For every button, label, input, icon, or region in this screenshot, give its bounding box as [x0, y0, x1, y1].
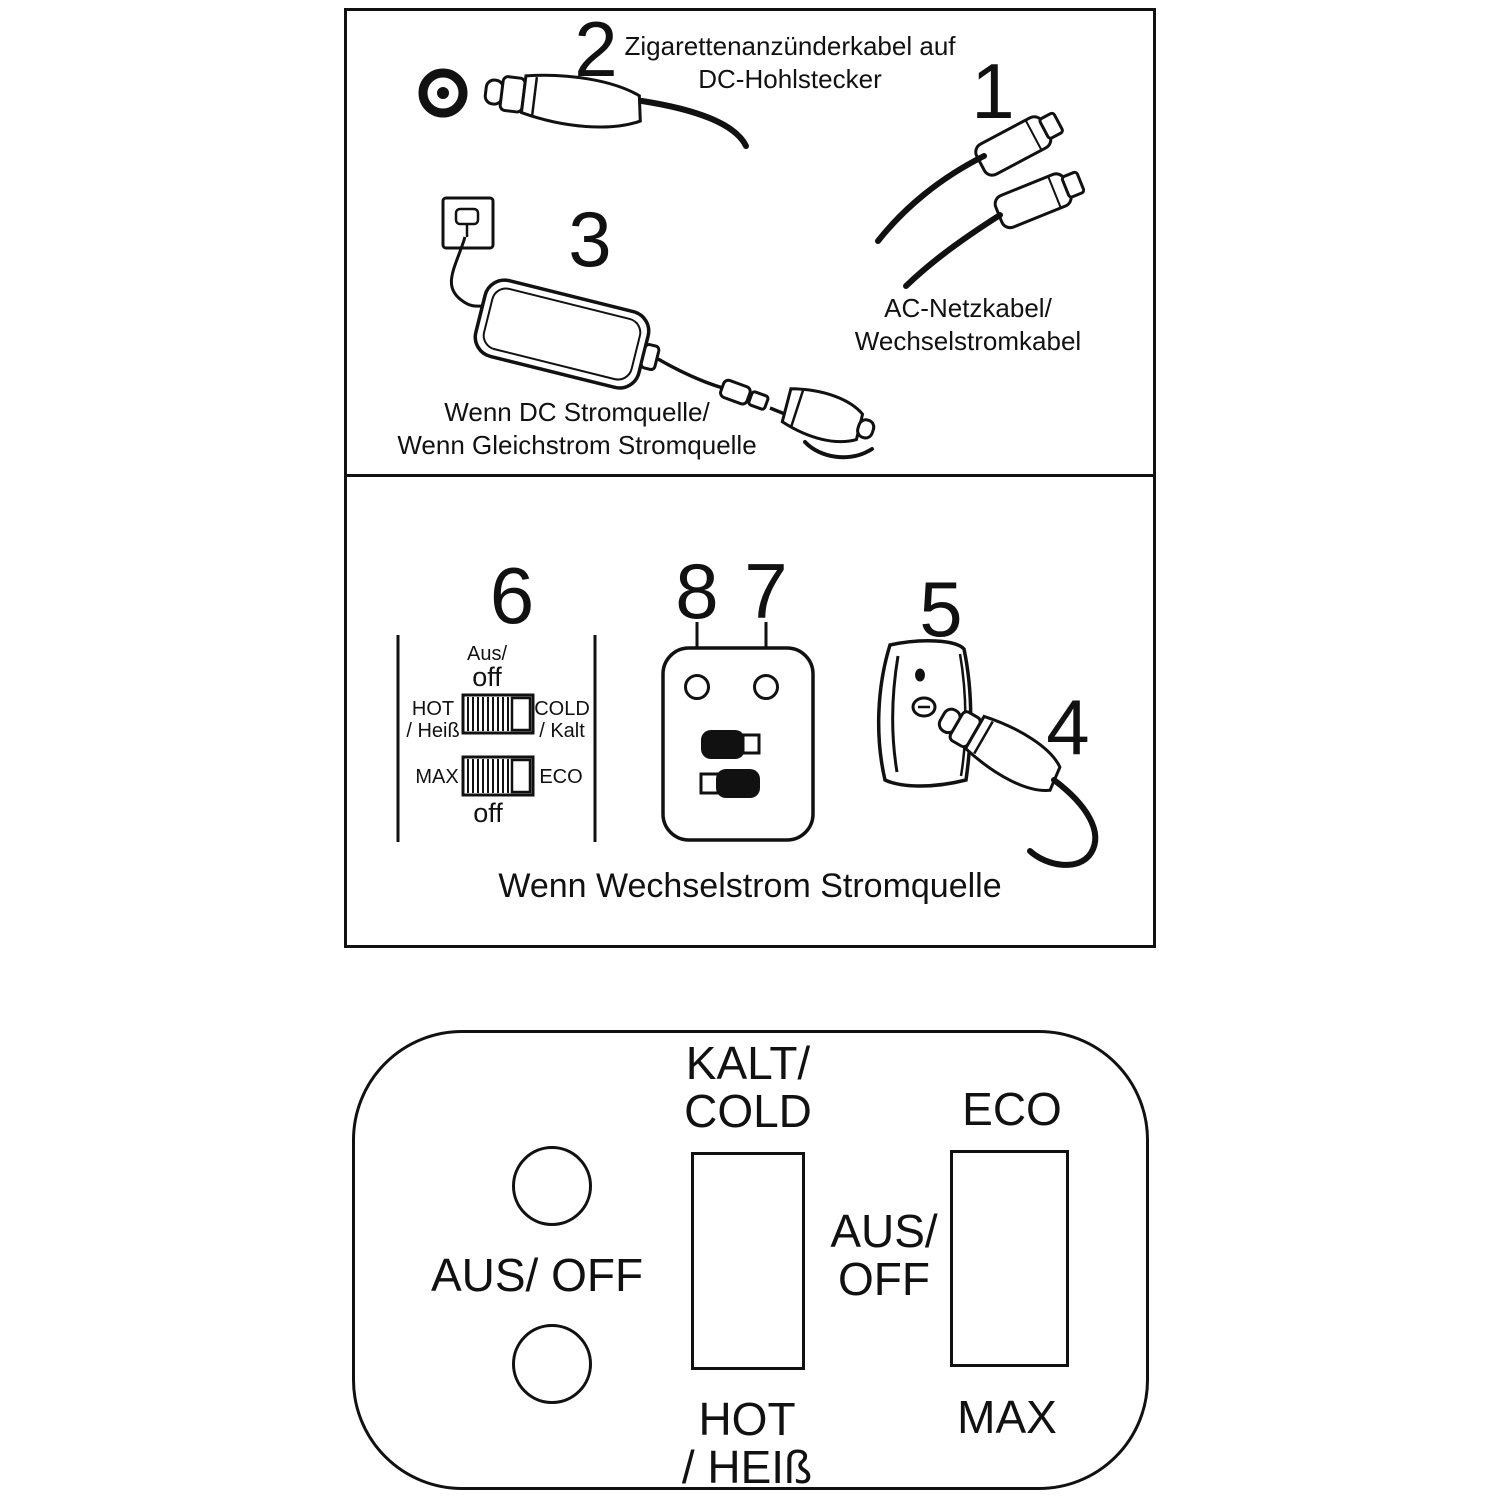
schematic-aus-label: Aus/	[466, 643, 508, 665]
schematic-max-label: MAX	[415, 766, 459, 788]
ac-power-cable-illustration	[875, 111, 1086, 289]
schematic-eco-label: ECO	[539, 766, 583, 788]
panel-eco-label: ECO	[962, 1083, 1062, 1135]
inline-connector	[719, 378, 770, 411]
outlet-hole-top	[915, 668, 925, 682]
ac-cable-line-2	[903, 212, 1003, 289]
cigarette-lighter-plug-illustration	[418, 68, 749, 149]
panel-aus-off-center-label: AUS/ OFF	[830, 1205, 938, 1305]
dc-power-adapter-caption: Wenn DC Stromquelle/ Wenn Gleichstrom St…	[397, 397, 757, 460]
hot-cold-slider-switch	[461, 693, 535, 735]
wall-outlet-illustration	[876, 639, 973, 788]
ac-connector-top	[974, 111, 1064, 177]
indicator-panel-illustration	[661, 622, 815, 842]
item-number-3: 3	[568, 195, 612, 283]
adapter-lighter-plug	[780, 387, 876, 444]
item-number-2: 2	[574, 5, 618, 93]
panel-kalt-cold-label: KALT/ COLD	[684, 1037, 812, 1137]
panel-hot-heiss-label: HOT / HEIß	[681, 1393, 813, 1493]
item-number-6: 6	[489, 551, 535, 640]
schematic-off-bottom-label: off	[473, 798, 503, 828]
power-adapter-brick	[473, 278, 661, 390]
adapter-cord-tail	[803, 440, 874, 460]
dc-barrel-plug-pin	[437, 87, 449, 99]
dc-cigarette-cable-caption: Zigarettenanzünderkabel auf DC-Hohlsteck…	[624, 31, 956, 94]
lighter-plug-body	[483, 73, 642, 129]
ac-plug-illustration	[937, 707, 1099, 868]
item-number-4: 4	[1046, 683, 1090, 771]
panel-led-bottom	[512, 1324, 592, 1404]
ac-power-cable-caption: AC-Netzkabel/ Wechselstromkabel	[854, 293, 1082, 356]
plug-body	[937, 707, 1062, 792]
schematic-cold-label: COLD / Kalt	[534, 698, 590, 743]
led-indicator-right	[753, 674, 779, 700]
adapter-cord-1	[657, 357, 724, 390]
panel-switch-bottom	[699, 769, 760, 798]
item-number-1: 1	[971, 47, 1015, 135]
dc-adapter-illustration	[441, 196, 876, 460]
hot-cold-rocker-switch	[691, 1152, 805, 1370]
panel-aus-off-left-label: AUS/ OFF	[430, 1249, 644, 1301]
max-eco-slider-switch	[461, 755, 535, 797]
item-number-7: 7	[744, 547, 788, 635]
max-eco-rocker-switch	[950, 1150, 1069, 1367]
plug-cable	[1027, 777, 1099, 868]
lighter-plug-cable	[639, 98, 749, 149]
schematic-hot-label: HOT / Heiß	[406, 698, 460, 743]
item-number-5: 5	[919, 565, 963, 653]
schematic-off-top-label: off	[472, 662, 502, 692]
slider-switch-schematic	[396, 635, 597, 842]
ac-connector-bottom	[993, 170, 1086, 230]
ac-operation-caption: Wenn Wechselstrom Stromquelle	[498, 867, 1002, 905]
panel-switch-top	[701, 730, 761, 759]
ac-cable-line-1	[875, 153, 987, 244]
panel-led-top	[512, 1146, 592, 1226]
led-indicator-left	[684, 674, 710, 700]
item-number-8: 8	[675, 547, 719, 635]
panel-max-label: MAX	[957, 1391, 1057, 1443]
